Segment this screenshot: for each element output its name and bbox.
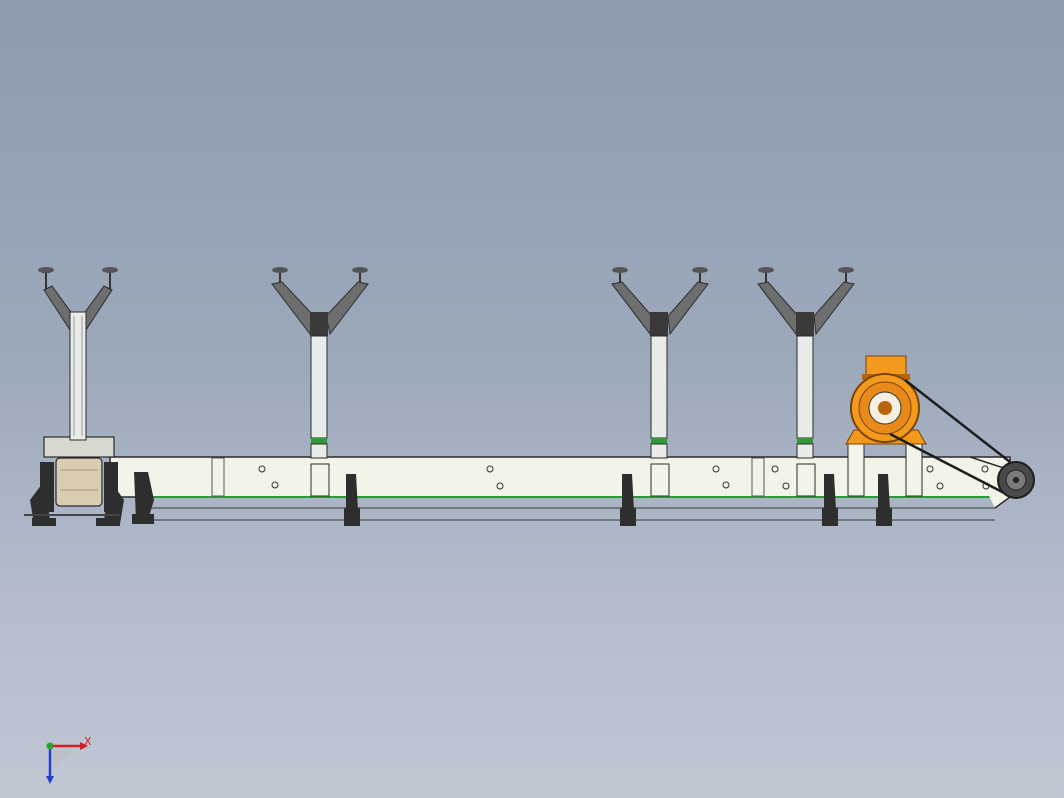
leg-clamp-icon [620, 474, 636, 526]
support-bracket-icon [611, 267, 709, 497]
head-frame-legs [30, 462, 124, 526]
support-bracket-icon [38, 267, 118, 441]
leg-clamp-icon [132, 472, 154, 524]
drum-roller [55, 457, 103, 507]
support-bracket-icon [757, 267, 855, 497]
drive-motor-icon [845, 355, 927, 445]
leg-clamp-icon [876, 474, 892, 526]
belt-drive [889, 379, 1011, 498]
head-end [24, 436, 154, 526]
leg-clamp-icon [822, 474, 838, 526]
bolt-holes [258, 465, 990, 490]
frame-beam [109, 456, 1011, 498]
joint-plate [211, 457, 225, 497]
axis-triad-icon[interactable]: X [46, 735, 92, 784]
leg-clamp-icon [344, 474, 360, 526]
conveyor-frame [109, 456, 1011, 521]
joint-plate [751, 457, 765, 497]
pulley-icon [997, 461, 1035, 499]
support-bracket-icon [271, 267, 369, 497]
y-axis-dot [46, 742, 54, 750]
x-axis-label: X [84, 735, 92, 748]
